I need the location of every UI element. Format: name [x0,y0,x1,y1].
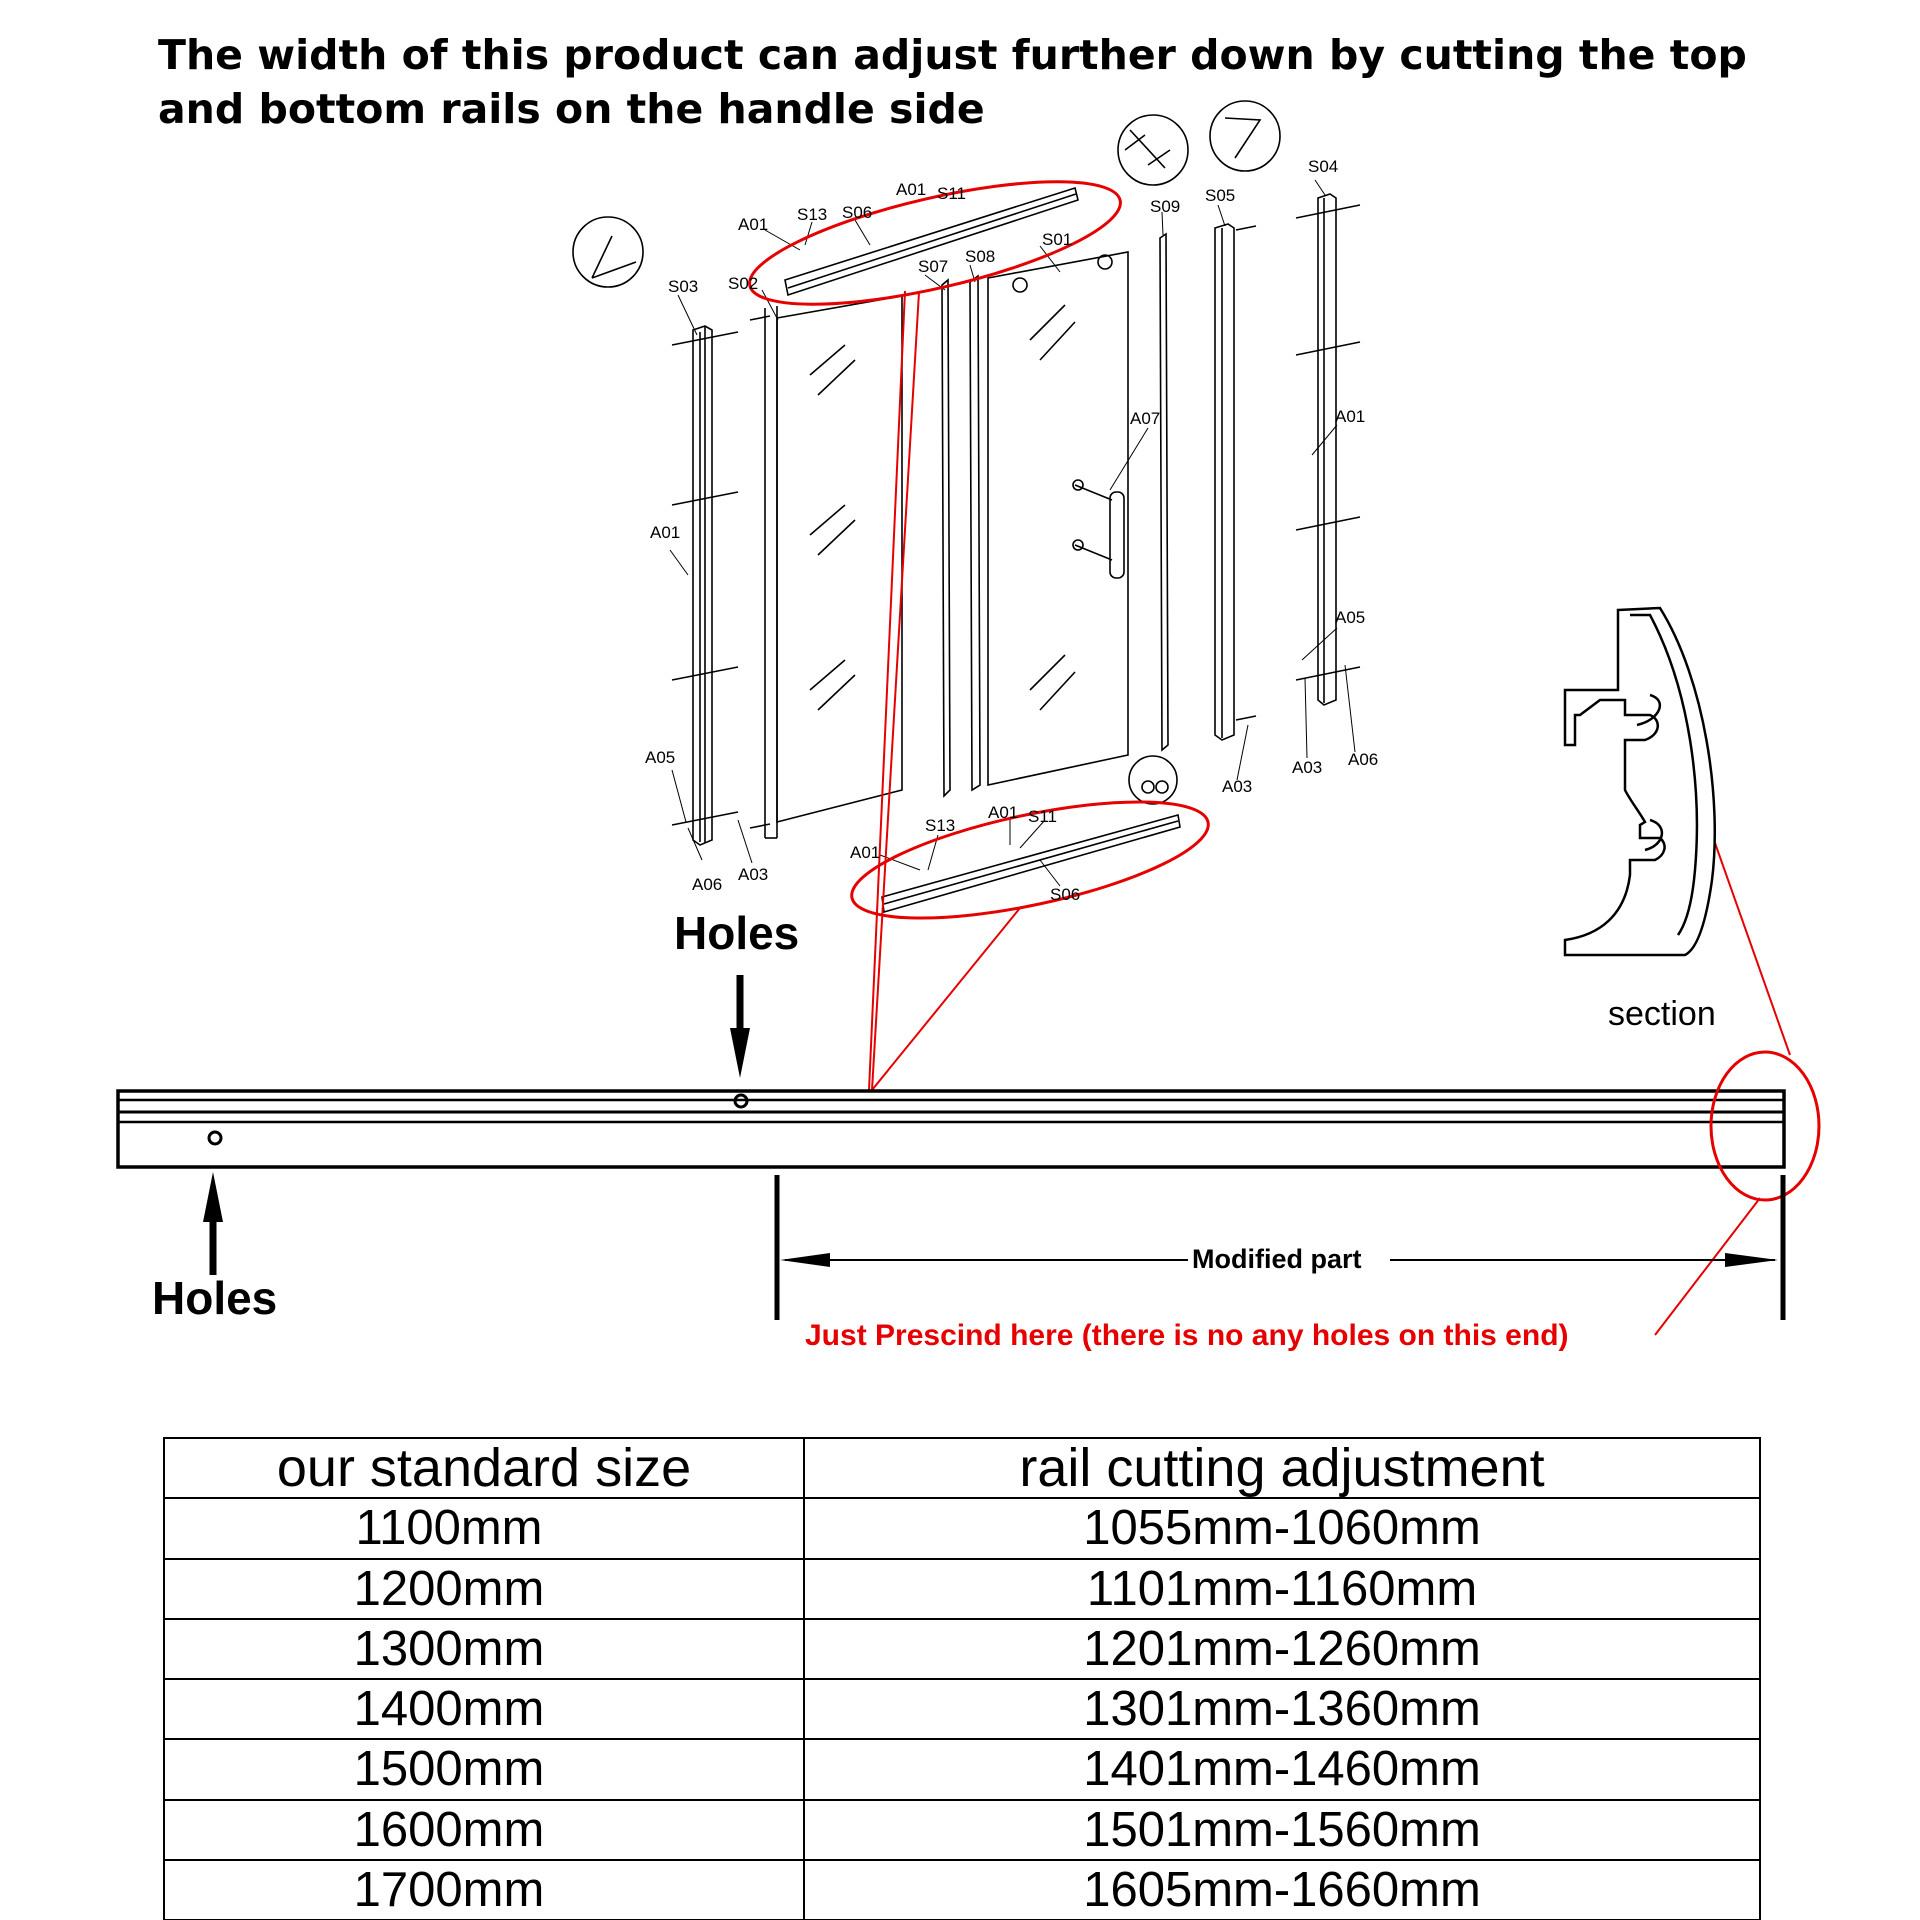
label-s06-top: S06 [842,203,872,222]
table-row: 1300mm 1201mm-1260mm [163,1617,1761,1681]
table-header-row: our standard size rail cutting adjustmen… [163,1436,1761,1500]
label-a01-right: A01 [1335,407,1365,426]
label-a01-bottom-2: A01 [850,843,880,862]
sliding-door-s01 [987,251,1129,786]
label-s07: S07 [918,257,948,276]
label-a05-right: A05 [1335,608,1365,627]
assembly-drawing [572,100,1791,1336]
label-a03-mid: A03 [1222,777,1252,796]
cut-note: Just Prescind here (there is no any hole… [805,1319,1569,1352]
standard-size-cell: 1400mm [163,1677,805,1741]
wall-profile-s04 [1317,193,1337,706]
label-s13-top: S13 [797,205,827,224]
adjustment-cell: 1201mm-1260mm [803,1617,1761,1681]
label-a07: A07 [1130,409,1160,428]
label-s05: S05 [1205,186,1235,205]
label-a01-top: A01 [738,215,768,234]
label-a01-left: A01 [650,523,680,542]
wall-profile-s03 [692,325,713,846]
part-labels: S03 S02 A01 S13 S06 A01 S11 S07 S08 S01 … [645,157,1378,904]
label-s01: S01 [1042,230,1072,249]
holes-bottom-arrowhead [203,1172,223,1222]
standard-size-cell: 1200mm [163,1557,805,1620]
label-s03: S03 [668,277,698,296]
label-s13-bottom: S13 [925,816,955,835]
page-title: The width of this product can adjust fur… [158,31,1747,133]
profile-s09 [1159,232,1169,752]
standard-size-cell: 1500mm [163,1738,805,1801]
rail-end-highlight [1709,1050,1821,1202]
table-row: 1600mm 1501mm-1560mm [163,1798,1761,1861]
profile-s05 [1214,223,1235,741]
rail-section-profile [1563,606,1717,957]
label-s08: S08 [965,247,995,266]
adjustment-cell: 1055mm-1060mm [803,1497,1761,1560]
bottom-rail-highlight [850,800,1210,920]
table-row: 1500mm 1401mm-1460mm [163,1738,1761,1801]
label-s11-bottom: S11 [1028,807,1057,826]
section-label: section [1608,995,1716,1033]
standard-size-cell: 1700mm [163,1858,805,1920]
detail-callouts [572,100,1281,805]
adjustment-cell: 1401mm-1460mm [803,1738,1761,1801]
size-table: our standard size rail cutting adjustmen… [163,1436,1761,1920]
red-leader-lines [868,290,1791,1336]
modified-part-dimension [774,1175,1786,1320]
label-a01-top-2: A01 [896,180,926,199]
standard-size-cell: 1600mm [163,1798,805,1861]
label-s06-bottom: S06 [1050,885,1080,904]
label-a06-right: A06 [1348,750,1378,769]
adjustment-cell: 1101mm-1160mm [803,1557,1761,1620]
top-rail-highlight [748,180,1122,306]
fixed-panel-s02 [764,295,903,839]
standard-size-cell: 1100mm [163,1497,805,1560]
table-row: 1400mm 1301mm-1360mm [163,1677,1761,1741]
adjustment-cell: 1501mm-1560mm [803,1798,1761,1861]
modified-part-label: Modified part [1192,1244,1362,1274]
holes-top-label: Holes [674,907,799,959]
standard-size-cell: 1300mm [163,1617,805,1681]
label-s02: S02 [728,274,758,293]
adjustment-cell: 1605mm-1660mm [803,1858,1761,1920]
table-row: 1700mm 1605mm-1660mm [163,1858,1761,1920]
table-row: 1200mm 1101mm-1160mm [163,1557,1761,1620]
label-a03-left: A03 [738,865,768,884]
adjustment-cell: 1301mm-1360mm [803,1677,1761,1741]
rail-hole-top [733,1093,749,1109]
table-row: 1100mm 1055mm-1060mm [163,1497,1761,1560]
label-s04: S04 [1308,157,1338,176]
screws [671,204,1361,829]
label-a06-left: A06 [692,875,722,894]
middle-profiles [941,274,981,798]
holes-top-arrowhead [730,1028,750,1078]
header-standard-size: our standard size [163,1436,805,1500]
label-s09: S09 [1150,197,1180,216]
rail-long-view [116,1089,1786,1169]
label-a01-bottom: A01 [988,803,1018,822]
rail-hole-bottom [207,1130,223,1146]
header-rail-cutting: rail cutting adjustment [803,1436,1761,1500]
label-a03-right: A03 [1292,758,1322,777]
label-s11-top: S11 [937,184,966,203]
label-a05-left: A05 [645,748,675,767]
holes-bottom-label: Holes [152,1272,277,1324]
